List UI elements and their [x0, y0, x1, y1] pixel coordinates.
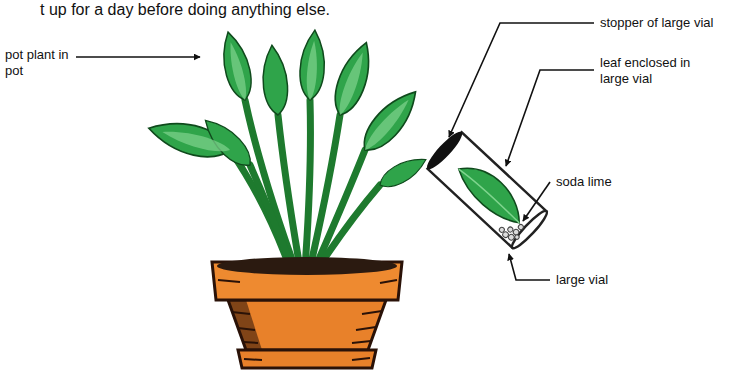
flower-pot [212, 257, 402, 368]
enclosed-leaf [452, 155, 531, 231]
header-note: t up for a day before doing anything els… [40, 0, 330, 19]
plant-leaves [145, 29, 430, 193]
leader-lines [76, 23, 594, 280]
part-label: soda lime [556, 174, 612, 190]
part-label: stopper of large vial [600, 15, 713, 31]
large-vial [423, 128, 550, 251]
plant-stems [230, 100, 380, 268]
part-label: large vial [556, 272, 608, 288]
part-label: leaf enclosed in large vial [600, 55, 720, 86]
soda-lime [497, 215, 527, 245]
vial-stopper [423, 128, 466, 173]
part-label: pot plant in pot [5, 47, 73, 78]
